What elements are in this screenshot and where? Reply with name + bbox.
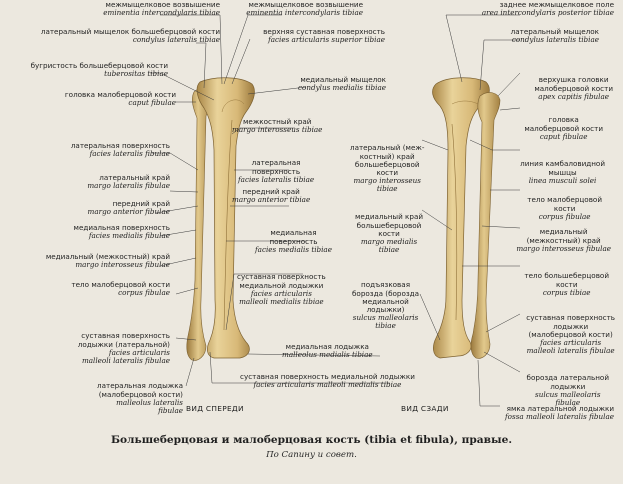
label-facies-articularis-lateralis: суставная поверхность лодыжки (латеральн…: [77, 331, 170, 366]
front-fibula: [186, 88, 213, 361]
figure-credit: По Сапину и совет.: [266, 450, 357, 460]
leader-lines: [150, 14, 521, 407]
back-view-bones: [432, 77, 501, 359]
label-facies-articularis-medialis: суставная поверхность медиальной лодыжки…: [237, 272, 326, 307]
front-tibia: [196, 77, 255, 359]
label-margo-interosseus-tibiae-back: латеральный (меж- костный) край большебе…: [350, 143, 425, 194]
label-sulcus-malleolaris-tibiae: подъязковая борозда (борозда медиальной …: [352, 280, 420, 331]
figure-caption: Большеберцовая и малоберцовая кость (tib…: [110, 434, 513, 446]
back-fibula: [470, 92, 501, 359]
label-malleolus-lateralis-front: латеральная лодыжка (малоберцовой кости)…: [97, 381, 183, 416]
view-back-label: ВИД СЗАДИ: [401, 404, 449, 413]
label-facies-articularis-back: суставная поверхность лодыжки (малоберцо…: [526, 313, 615, 356]
label-condylus-lateralis-front: латеральный мыщелок большеберцовой кости…: [40, 27, 220, 45]
view-front-label: ВИД СПЕРЕДИ: [186, 404, 244, 413]
label-facies-articularis-medialis-2: суставная поверхность медиальной лодыжки…: [240, 372, 415, 390]
